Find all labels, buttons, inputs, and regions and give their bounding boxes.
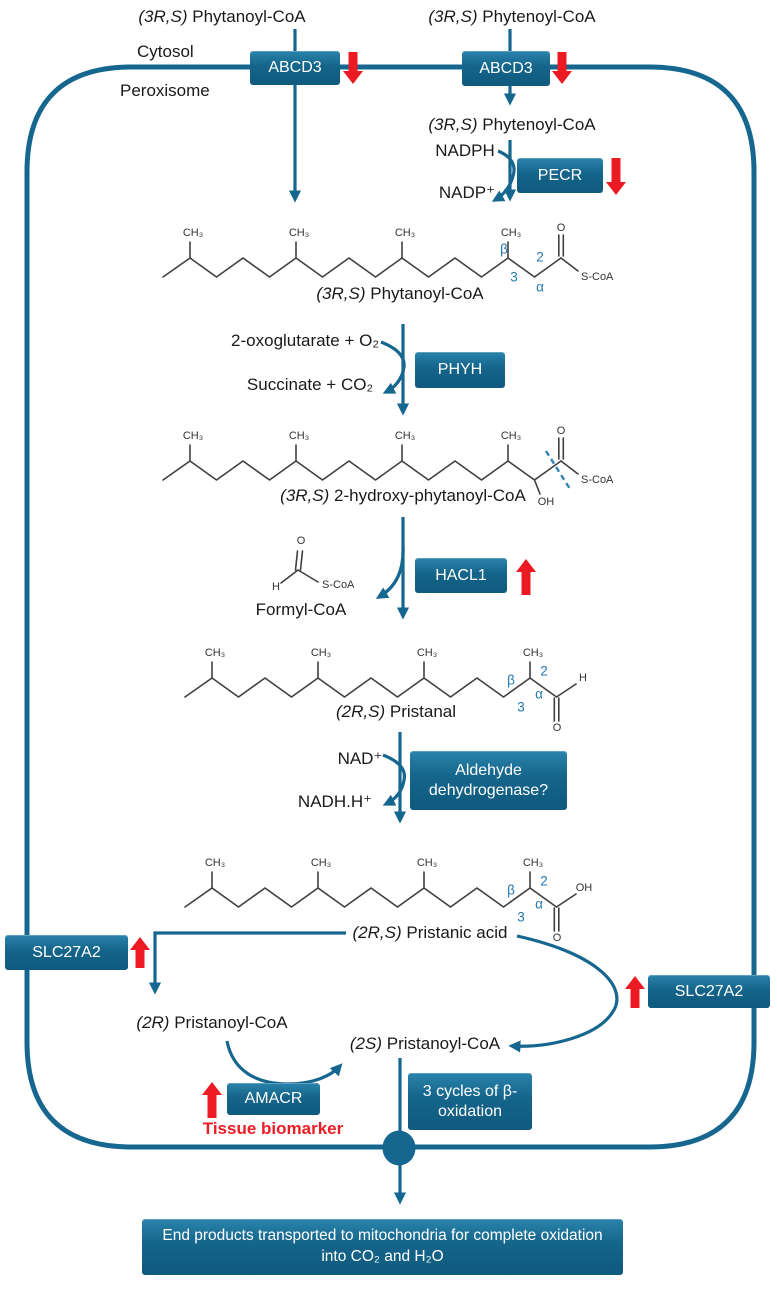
beta-carbon-label: β [500, 241, 508, 257]
hydrogen-label: H [579, 672, 587, 684]
oxygen-label: O [552, 722, 562, 734]
peroxisome-label: Peroxisome [120, 81, 210, 100]
beta-oxidation-box: 3 cycles of β-oxidation [408, 1073, 532, 1130]
enzyme-box-abcd3-left: ABCD3 [250, 51, 340, 85]
end-products-line2: into CO₂ and H₂O [321, 1248, 444, 1265]
arrow-amacr [225, 1040, 343, 1086]
label-nadp: NADP⁺ [438, 183, 496, 203]
ch3-label: CH₃ [394, 430, 416, 442]
s-coa-label: S-CoA [581, 271, 614, 283]
ch3-label: CH₃ [204, 857, 226, 869]
c2-carbon-label: 2 [536, 249, 544, 265]
label-succinate: Succinate + CO₂ [246, 375, 374, 395]
enzyme-box-slc27a2-right: SLC27A2 [648, 975, 770, 1008]
ch3-label: CH₃ [182, 227, 204, 239]
red-down-arrow-pecr [606, 158, 626, 195]
c3-carbon-label: 3 [517, 909, 525, 925]
structure-pristanal [184, 661, 577, 722]
label-phytenoyl-coa-cytosol: (3R,S) Phytenoyl-CoA [428, 7, 596, 27]
tissue-biomarker-label: Tissue biomarker [202, 1119, 344, 1139]
ch3-label: CH₃ [288, 227, 310, 239]
label-pristanic-acid: (2R,S) Pristanic acid [352, 923, 508, 943]
swoosh-nadph [491, 149, 516, 202]
membrane-pore-node [382, 1130, 416, 1166]
c3-carbon-label: 3 [517, 699, 525, 715]
enzyme-box-amacr: AMACR [227, 1083, 320, 1115]
ch3-label: CH₃ [416, 857, 438, 869]
oxygen-label: O [556, 425, 566, 437]
swoosh-formyl-coa [375, 545, 405, 599]
arrow-slc27a2-left [148, 931, 346, 995]
enzyme-box-hacl1: HACL1 [415, 558, 507, 593]
red-up-arrow-slc27a2-left [130, 937, 150, 968]
peroxisome-membrane [24, 64, 757, 1150]
ch3-label: CH₃ [500, 227, 522, 239]
label-formyl-coa: Formyl-CoA [255, 600, 347, 620]
structure-hydroxy-phytanoyl-coa [162, 437, 579, 495]
oxygen-label: O [296, 535, 306, 547]
oxygen-label: O [552, 932, 562, 944]
beta-carbon-label: β [507, 882, 515, 898]
hydroxyl-label: OH [575, 882, 593, 894]
hydrogen-label: H [272, 581, 280, 593]
label-nad: NAD⁺ [337, 749, 383, 769]
ch3-label: CH₃ [310, 857, 332, 869]
s-coa-label: S-CoA [581, 474, 614, 486]
cleavage-dashed-line [544, 450, 572, 490]
structure-pristanic-acid [184, 871, 577, 932]
enzyme-box-pecr: PECR [517, 158, 603, 193]
s-coa-label: S-CoA [322, 579, 355, 591]
ch3-label: CH₃ [522, 647, 544, 659]
ch3-label: CH₃ [394, 227, 416, 239]
regulation-arrows [130, 52, 645, 1118]
arrow-slc27a2-right [508, 934, 619, 1053]
label-nadh: NADH.H⁺ [297, 792, 373, 812]
c3-carbon-label: 3 [510, 269, 518, 285]
connector-lines [293, 29, 512, 51]
label-pristanoyl-coa-2r: (2R) Pristanoyl-CoA [136, 1013, 288, 1033]
ch3-label: CH₃ [416, 647, 438, 659]
label-hydroxy-phytanoyl-coa: (3R,S) 2-hydroxy-phytanoyl-CoA [280, 486, 526, 506]
label-phytenoyl-coa-peroxisome: (3R,S) Phytenoyl-CoA [428, 115, 596, 135]
ch3-label: CH₃ [288, 430, 310, 442]
flow-arrows [148, 85, 619, 1205]
ch3-label: CH₃ [182, 430, 204, 442]
swoosh-phyh [380, 340, 406, 394]
ch3-label: CH₃ [204, 647, 226, 659]
c2-carbon-label: 2 [540, 663, 548, 679]
label-nadph: NADPH [435, 141, 495, 161]
alpha-carbon-label: α [535, 686, 543, 702]
enzyme-box-phyh: PHYH [415, 352, 505, 388]
structure-phytanoyl-coa [162, 234, 579, 278]
ch3-label: CH₃ [500, 430, 522, 442]
end-products-line1: End products transported to mitochondria… [162, 1227, 603, 1245]
label-oxoglutarate: 2-oxoglutarate + O₂ [231, 331, 379, 351]
ch3-label: CH₃ [522, 857, 544, 869]
label-pristanoyl-coa-2s: (2S) Pristanoyl-CoA [349, 1034, 501, 1054]
hydroxyl-label: OH [537, 496, 555, 508]
label-phytanoyl-coa: (3R,S) Phytanoyl-CoA [316, 284, 484, 304]
c2-carbon-label: 2 [540, 873, 548, 889]
structure-formyl-coa [280, 550, 319, 584]
cytosol-label: Cytosol [137, 42, 194, 61]
red-up-arrow-slc27a2-right [625, 976, 645, 1008]
end-products-box: End products transported to mitochondria… [142, 1219, 623, 1275]
red-down-arrow-abcd3-left [343, 52, 363, 84]
ch3-label: CH₃ [310, 647, 332, 659]
label-phytanoyl-coa-cytosol: (3R,S) Phytanoyl-CoA [138, 7, 306, 27]
beta-carbon-label: β [507, 672, 515, 688]
alpha-carbon-label: α [536, 279, 544, 295]
enzyme-box-slc27a2-left: SLC27A2 [5, 935, 128, 970]
oxygen-label: O [556, 222, 566, 234]
red-down-arrow-abcd3-right [552, 52, 572, 84]
alpha-carbon-label: α [535, 896, 543, 912]
enzyme-box-abcd3-right: ABCD3 [462, 51, 550, 86]
red-up-arrow-amacr [202, 1082, 222, 1118]
enzyme-box-aldehyde-dehydrogenase: Aldehyde dehydrogenase? [410, 751, 567, 810]
red-up-arrow-hacl1 [516, 559, 536, 595]
swoosh-nad [382, 753, 407, 806]
label-pristanal: (2R,S) Pristanal [336, 702, 456, 722]
